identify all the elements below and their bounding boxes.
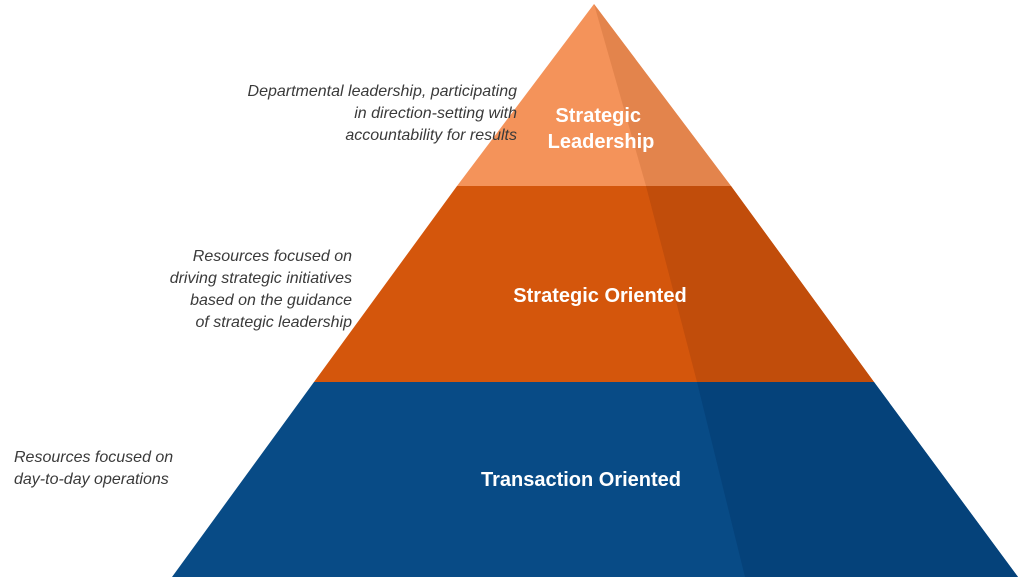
description-line: day-to-day operations — [14, 471, 169, 488]
description-line: based on the guidance — [190, 292, 352, 309]
tier-label-line: Strategic — [555, 105, 641, 127]
tier-strategic-oriented-shade — [646, 186, 874, 382]
description-line: Departmental leadership, participating — [247, 83, 517, 100]
description-strategic-leadership: Departmental leadership, participating i… — [248, 81, 517, 147]
description-line: driving strategic initiatives — [169, 270, 352, 287]
description-line: accountability for results — [345, 127, 517, 144]
description-line: Resources focused on — [14, 449, 174, 466]
tier-label-line: Transaction Oriented — [481, 469, 681, 491]
tier-label-line: Leadership — [548, 131, 655, 153]
tier-label-strategic-oriented: Strategic Oriented — [513, 285, 686, 307]
description-strategic-oriented: Resources focused on driving strategic i… — [170, 246, 352, 334]
tier-transaction-oriented-shade — [697, 382, 1018, 577]
tier-label-transaction-oriented: Transaction Oriented — [481, 469, 681, 491]
description-line: Resources focused on — [192, 248, 352, 265]
description-line: of strategic leadership — [195, 314, 352, 331]
description-transaction-oriented: Resources focused on day-to-day operatio… — [14, 447, 173, 491]
description-line: in direction-setting with — [354, 105, 517, 122]
tier-label-line: Strategic Oriented — [513, 285, 686, 307]
tier-label-strategic-leadership: Strategic Leadership — [548, 105, 655, 153]
tier-strategic-leadership-shade — [594, 4, 731, 186]
